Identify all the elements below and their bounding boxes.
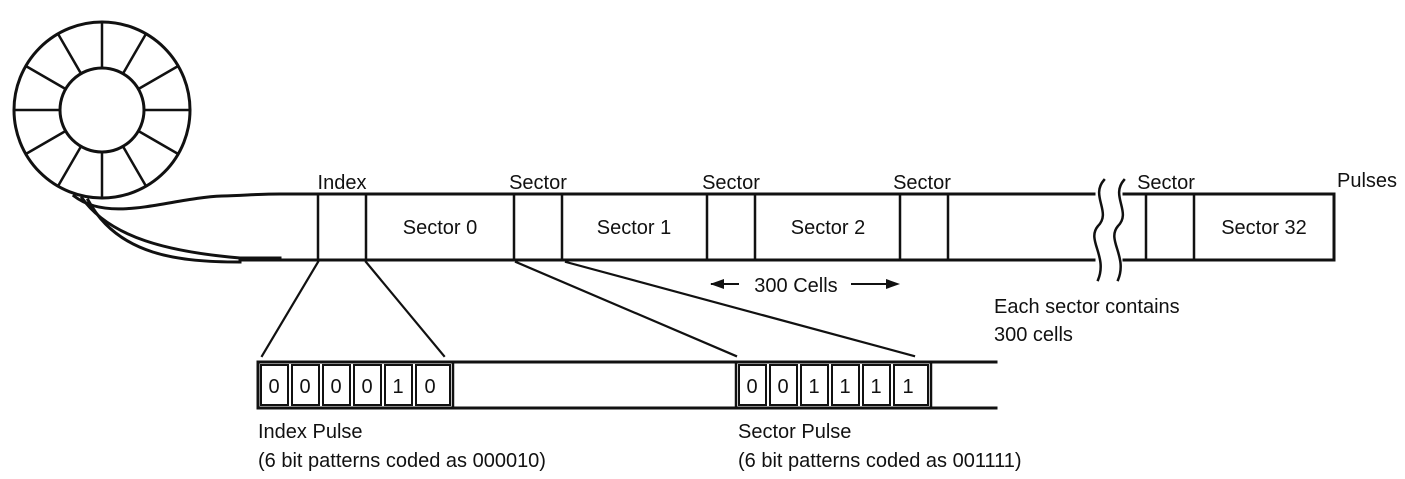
- index-label: Index: [318, 172, 367, 194]
- break-mark: [1093, 178, 1126, 282]
- callout-lines: [260, 260, 916, 358]
- sector-32-label: Sector 32: [1221, 217, 1307, 239]
- index-bit: 0: [299, 376, 310, 398]
- index-bit: 0: [330, 376, 341, 398]
- sector-2-label: Sector 2: [791, 217, 865, 239]
- track-strip: [238, 192, 1336, 262]
- sector-bit: 0: [777, 376, 788, 398]
- sector-marker-label: Sector: [1137, 172, 1195, 194]
- pulse-marks: [316, 192, 1196, 262]
- sector-bit: 1: [870, 376, 881, 398]
- index-bit: 1: [392, 376, 403, 398]
- sector-0-label: Sector 0: [403, 217, 477, 239]
- sector-marker-label: Sector: [893, 172, 951, 194]
- pulses-label: Pulses: [1337, 170, 1397, 192]
- sector-marker-label: Sector: [702, 172, 760, 194]
- sector-bit: 1: [839, 376, 850, 398]
- tape-leader: [71, 192, 282, 264]
- sector-pulse-desc: (6 bit patterns coded as 001111): [738, 450, 1022, 472]
- cells-span-label: 300 Cells: [754, 275, 837, 297]
- sector-bit-cells: [734, 360, 933, 410]
- disk-reel-icon: [12, 20, 192, 200]
- index-pulse-title: Index Pulse: [258, 421, 363, 443]
- sector-pulse-title: Sector Pulse: [738, 421, 851, 443]
- bit-strip: [256, 360, 998, 410]
- sector-bit: 1: [808, 376, 819, 398]
- sector-bit: 0: [746, 376, 757, 398]
- index-pulse-desc: (6 bit patterns coded as 000010): [258, 450, 546, 472]
- index-bit-cells: [260, 360, 455, 410]
- sector-bit: 1: [902, 376, 913, 398]
- index-bit: 0: [424, 376, 435, 398]
- index-bit: 0: [361, 376, 372, 398]
- cells-dimension-arrow: [710, 279, 900, 289]
- note-line-1: Each sector contains: [994, 296, 1180, 318]
- sector-1-label: Sector 1: [597, 217, 671, 239]
- note-line-2: 300 cells: [994, 324, 1073, 346]
- sector-marker-label: Sector: [509, 172, 567, 194]
- index-bit: 0: [268, 376, 279, 398]
